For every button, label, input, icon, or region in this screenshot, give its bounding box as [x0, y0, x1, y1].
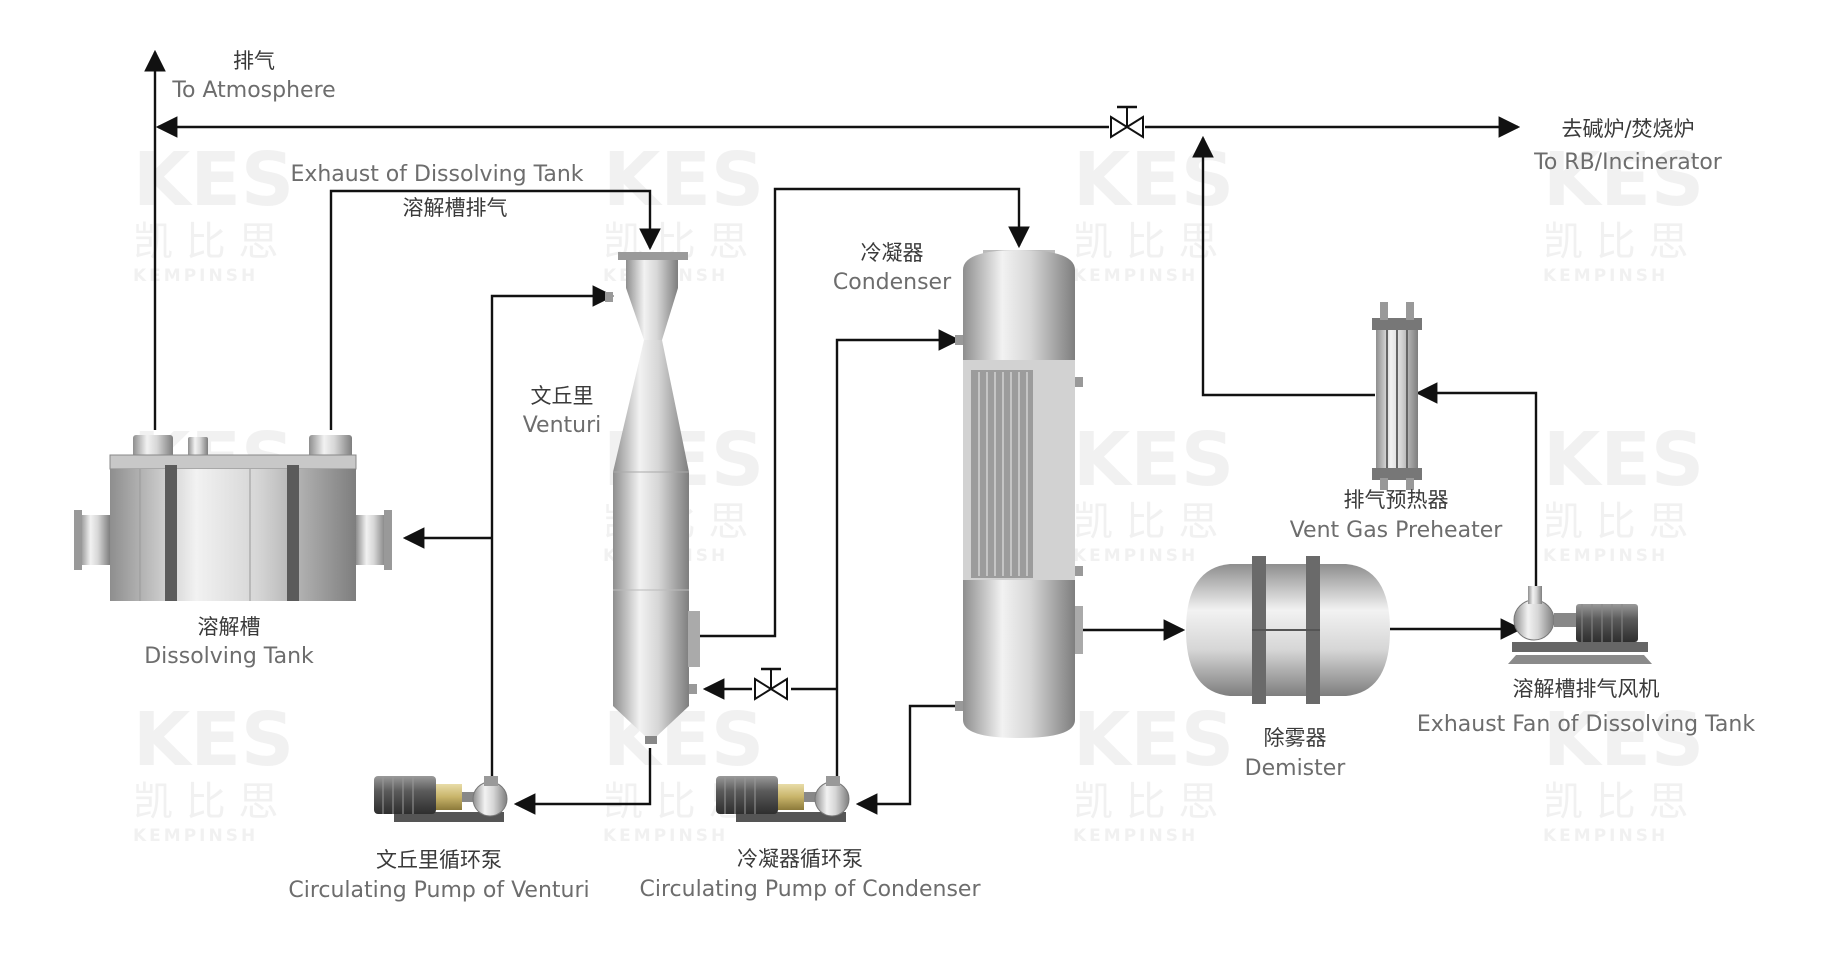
dissolving-tank[interactable] — [74, 435, 392, 601]
watermark-1: KES 凯 比 思 KEMPINSH — [133, 137, 294, 286]
watermark-en: KEMPINSH — [1543, 546, 1668, 566]
watermark-brand: KES — [1543, 137, 1704, 223]
watermark-en: KEMPINSH — [1073, 546, 1198, 566]
pipe-exhaust-to-venturi — [329, 189, 661, 430]
label-demister-en: Demister — [1245, 756, 1347, 781]
label-preheater-en: Vent Gas Preheater — [1290, 518, 1504, 543]
label-fan-cn: 溶解槽排气风机 — [1513, 677, 1660, 701]
label-exhaust-cn: 溶解槽排气 — [403, 196, 508, 220]
label-pump-condenser-cn: 冷凝器循环泵 — [737, 847, 863, 871]
label-condenser-cn: 冷凝器 — [861, 241, 924, 265]
pipes — [144, 49, 1538, 815]
watermark-cn: 凯 比 思 — [1543, 499, 1688, 545]
watermark-en: KEMPINSH — [1543, 826, 1668, 846]
pipe-condenser-bottom-to-pump — [855, 704, 963, 815]
watermark-11: KES 凯 比 思 KEMPINSH — [1073, 697, 1234, 846]
demister[interactable] — [1186, 556, 1390, 704]
watermark-cn: 凯 比 思 — [1073, 779, 1218, 825]
labels: 排气 To Atmosphere 去碱炉/焚烧炉 To RB/Incinerat… — [144, 49, 1755, 903]
watermark-brand: KES — [1073, 417, 1234, 503]
watermark-10: KES 凯 比 思 KEMPINSH — [603, 697, 764, 846]
watermark-en: KEMPINSH — [1543, 266, 1668, 286]
watermark-4: KES 凯 比 思 KEMPINSH — [1543, 137, 1704, 286]
label-pump-condenser-en: Circulating Pump of Condenser — [640, 877, 982, 902]
venturi[interactable] — [605, 252, 700, 744]
valve-condenser-return-icon[interactable] — [754, 667, 788, 701]
watermark-en: KEMPINSH — [133, 826, 258, 846]
watermark-cn: 凯 比 思 — [133, 779, 278, 825]
label-preheater-cn: 排气预热器 — [1344, 488, 1449, 512]
label-venturi-en: Venturi — [523, 413, 602, 438]
pipe-venturi-pump-riser — [490, 285, 615, 786]
exhaust-fan[interactable] — [1508, 586, 1652, 664]
watermark-en: KEMPINSH — [603, 826, 728, 846]
watermark-en: KEMPINSH — [133, 266, 258, 286]
watermark-cn: 凯 比 思 — [133, 219, 278, 265]
watermark-3: KES 凯 比 思 KEMPINSH — [1073, 137, 1234, 286]
watermark-brand: KES — [1543, 417, 1704, 503]
watermark-12: KES 凯 比 思 KEMPINSH — [1543, 697, 1704, 846]
watermark-brand: KES — [603, 137, 764, 223]
watermark-cn: 凯 比 思 — [1073, 499, 1218, 545]
valve-header-icon[interactable] — [1110, 105, 1144, 139]
label-venturi-cn: 文丘里 — [531, 384, 594, 408]
vent-gas-preheater[interactable] — [1372, 302, 1422, 490]
label-pump-venturi-en: Circulating Pump of Venturi — [288, 878, 589, 903]
pipe-venturi-bottom-to-pump — [513, 748, 652, 815]
pipe-preheater-to-header — [1192, 135, 1375, 397]
watermark-9: KES 凯 比 思 KEMPINSH — [133, 697, 294, 846]
label-rb-en: To RB/Incinerator — [1533, 150, 1723, 175]
label-tank-en: Dissolving Tank — [144, 644, 314, 669]
pump-condenser[interactable] — [716, 776, 850, 822]
watermark-8: KES 凯 比 思 KEMPINSH — [1543, 417, 1704, 566]
watermark-cn: 凯 比 思 — [1543, 219, 1688, 265]
watermark-en: KEMPINSH — [1073, 826, 1198, 846]
label-exhaust-en: Exhaust of Dissolving Tank — [290, 162, 583, 187]
pipe-fan-to-preheater — [1415, 382, 1538, 586]
label-demister-cn: 除雾器 — [1264, 726, 1327, 750]
watermark-brand: KES — [133, 137, 294, 223]
watermark-brand: KES — [1073, 697, 1234, 783]
pump-venturi[interactable] — [374, 776, 508, 822]
watermark-en: KEMPINSH — [1073, 266, 1198, 286]
watermark-brand: KES — [133, 697, 294, 783]
label-condenser-en: Condenser — [833, 270, 952, 295]
condenser[interactable] — [955, 250, 1083, 738]
pipe-condenser-pump-riser — [835, 329, 961, 786]
watermark-cn: 凯 比 思 — [1073, 219, 1218, 265]
pipe-venturi-to-condenser — [700, 187, 1030, 638]
label-atmosphere-en: To Atmosphere — [171, 78, 335, 103]
watermark-cn: 凯 比 思 — [1543, 779, 1688, 825]
label-pump-venturi-cn: 文丘里循环泵 — [376, 848, 502, 872]
watermark-brand: KES — [1073, 137, 1234, 223]
label-atmosphere-cn: 排气 — [233, 49, 275, 73]
label-fan-en: Exhaust Fan of Dissolving Tank — [1417, 712, 1755, 737]
watermark-brand: KES — [1543, 697, 1704, 783]
label-rb-cn: 去碱炉/焚烧炉 — [1561, 117, 1694, 141]
label-tank-cn: 溶解槽 — [198, 615, 261, 639]
watermark-7: KES 凯 比 思 KEMPINSH — [1073, 417, 1234, 566]
